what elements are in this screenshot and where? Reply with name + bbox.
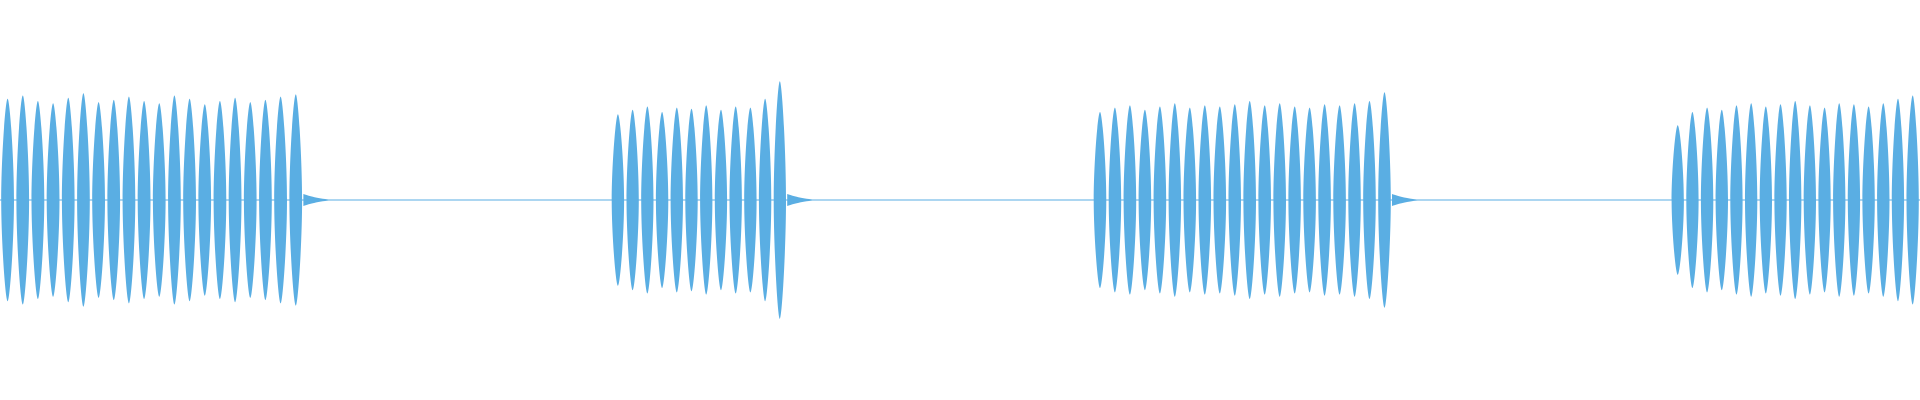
waveform-burst-2: [611, 81, 786, 319]
waveform-tail-1: [303, 194, 334, 206]
waveform-tail-2: [787, 194, 818, 206]
waveform-bursts: [1, 81, 1919, 319]
waveform-burst-4: [1671, 95, 1919, 305]
waveform-tail-3: [1392, 194, 1422, 206]
